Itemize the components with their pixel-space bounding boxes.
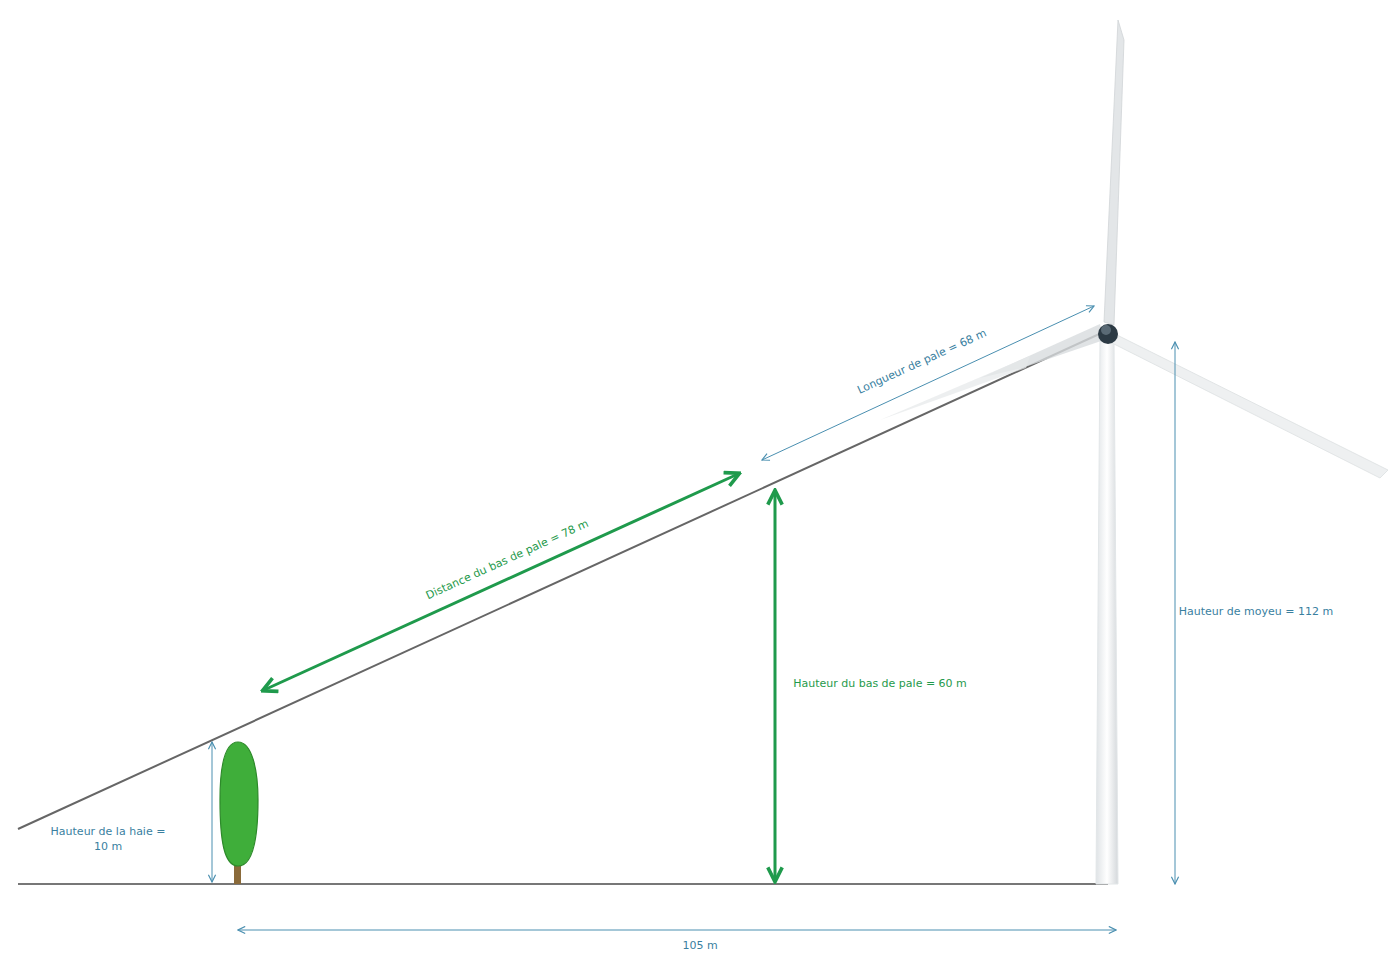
- hedge-height-label: Hauteur de la haie = 10 m: [48, 825, 168, 855]
- blade-distance-arrow: [264, 474, 738, 690]
- turbine-hub: [1101, 325, 1111, 335]
- tree-crown: [220, 742, 258, 866]
- turbine-blade: [1104, 20, 1124, 325]
- hedge-height-arrow: [212, 742, 213, 882]
- hub-height-label: Hauteur de moyeu = 112 m: [1176, 605, 1336, 620]
- blade-height-label: Hauteur du bas de pale = 60 m: [785, 677, 975, 692]
- turbine-tower: [1096, 340, 1118, 884]
- blade-distance-label: Distance du bas de pale = 78 m: [424, 517, 591, 604]
- blade-bottom-height-arrow: [774, 492, 777, 880]
- hub-height-arrow: [1175, 342, 1176, 884]
- sight-line: [18, 330, 1108, 829]
- turbine-hub: [1098, 324, 1118, 344]
- distance-arrow: [238, 930, 1116, 931]
- turbine-blade: [1110, 334, 1388, 478]
- ground-line: [18, 883, 1108, 885]
- distance-label: 105 m: [682, 939, 717, 954]
- blade-length-arrow: [762, 306, 1094, 460]
